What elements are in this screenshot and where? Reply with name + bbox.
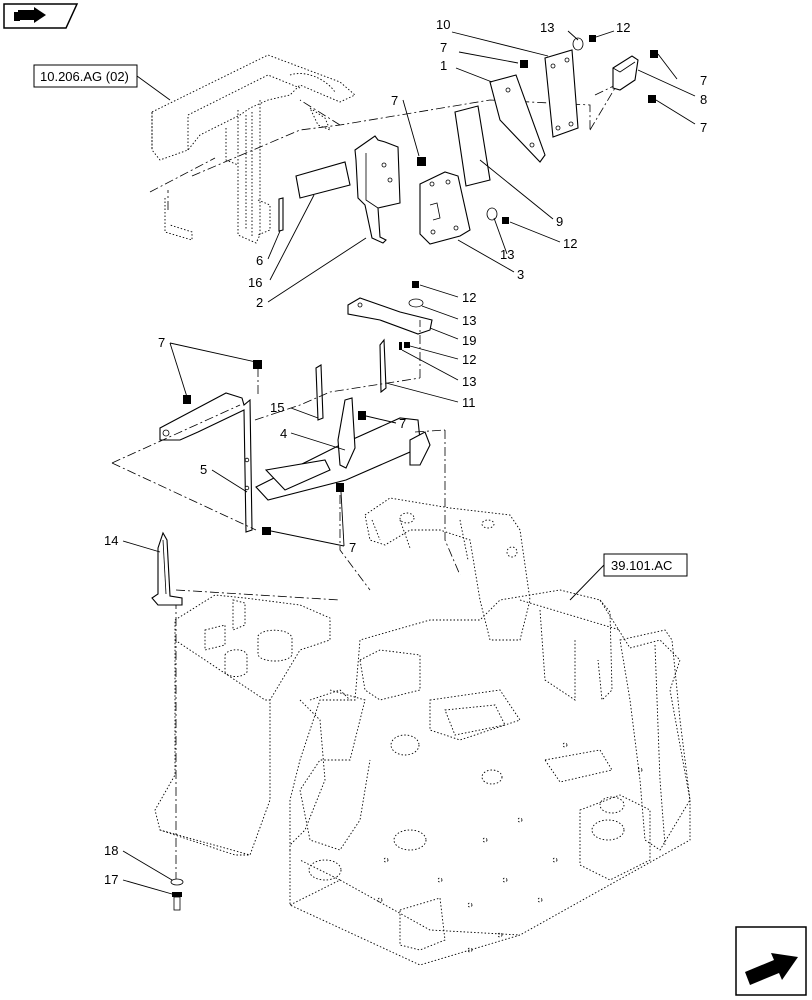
bolt-7-icon bbox=[417, 157, 426, 166]
callout-13: 13 bbox=[540, 20, 554, 35]
callout-15: 15 bbox=[270, 400, 284, 415]
callout-17: 17 bbox=[104, 872, 118, 887]
bolt-7-icon bbox=[648, 95, 656, 103]
part-2-bracket bbox=[354, 135, 401, 244]
callout-12: 12 bbox=[462, 290, 476, 305]
callout-14: 14 bbox=[104, 533, 118, 548]
callout-9: 9 bbox=[556, 214, 563, 229]
callout-12: 12 bbox=[616, 20, 630, 35]
callout-7: 7 bbox=[399, 416, 406, 431]
callout-18: 18 bbox=[104, 843, 118, 858]
leader-lines bbox=[122, 30, 696, 895]
next-page-arrow-icon[interactable] bbox=[735, 926, 807, 996]
callout-4: 4 bbox=[280, 426, 287, 441]
callout-12: 12 bbox=[462, 352, 476, 367]
callout-7: 7 bbox=[391, 93, 398, 108]
bolt-7-icon bbox=[336, 483, 344, 492]
callout-7: 7 bbox=[700, 73, 707, 88]
part-17-bolt bbox=[172, 892, 182, 911]
callout-13: 13 bbox=[462, 374, 476, 389]
bolt-7-icon bbox=[650, 50, 658, 58]
part-3-plate bbox=[419, 171, 471, 245]
chassis-reference-label[interactable]: 39.101.AC bbox=[569, 553, 688, 601]
bolt-7-icon bbox=[520, 60, 528, 68]
part-18-washer bbox=[170, 878, 184, 886]
svg-text:10.206.AG (02): 10.206.AG (02) bbox=[40, 69, 129, 84]
callout-8: 8 bbox=[700, 92, 707, 107]
part-10-plate bbox=[544, 49, 579, 138]
nut-12-icon bbox=[404, 342, 410, 348]
washer-13-icon bbox=[399, 342, 402, 350]
upper-hardware bbox=[417, 35, 658, 224]
callout-7: 7 bbox=[440, 40, 447, 55]
part-5-bracket bbox=[159, 392, 253, 533]
callout-5: 5 bbox=[200, 462, 207, 477]
callout-7: 7 bbox=[158, 335, 165, 350]
book-arrow-icon[interactable] bbox=[3, 3, 79, 29]
part-15-strip bbox=[315, 364, 324, 421]
callout-2: 2 bbox=[256, 295, 263, 310]
part-11-strip bbox=[379, 338, 387, 394]
callout-1: 1 bbox=[440, 58, 447, 73]
bolt-7-icon bbox=[358, 411, 366, 420]
callout-11: 11 bbox=[462, 395, 476, 410]
part-6-strip bbox=[278, 197, 284, 232]
washer-13-icon bbox=[408, 298, 424, 308]
chassis-reference bbox=[154, 497, 691, 966]
part-4-tray bbox=[255, 397, 431, 501]
callout-7: 7 bbox=[700, 120, 707, 135]
callout-numbers: 10 7 1 13 12 7 8 7 7 9 13 12 3 6 16 2 12… bbox=[104, 17, 707, 887]
svg-text:39.101.AC: 39.101.AC bbox=[611, 558, 672, 573]
washer-13-icon bbox=[572, 37, 584, 51]
callout-13: 13 bbox=[462, 313, 476, 328]
part-14-bracket bbox=[151, 531, 183, 606]
callout-6: 6 bbox=[256, 253, 263, 268]
callout-19: 19 bbox=[462, 333, 476, 348]
callout-3: 3 bbox=[517, 267, 524, 282]
part-16-pad bbox=[295, 161, 351, 199]
nut-12-icon bbox=[589, 35, 596, 42]
part-1-plate bbox=[489, 74, 546, 163]
callout-10: 10 bbox=[436, 17, 450, 32]
nut-12-icon bbox=[502, 217, 509, 224]
callout-13: 13 bbox=[500, 247, 514, 262]
part-9-pad bbox=[454, 105, 491, 187]
callout-12: 12 bbox=[563, 236, 577, 251]
callout-16: 16 bbox=[248, 275, 262, 290]
part-19-bracket bbox=[347, 297, 433, 335]
bolt-7-icon bbox=[183, 395, 191, 404]
washer-13-icon bbox=[486, 207, 498, 221]
upper-frame-reference bbox=[151, 54, 356, 244]
part-8-bracket bbox=[612, 55, 639, 91]
middle-hardware bbox=[183, 281, 424, 535]
frame-reference-label[interactable]: 10.206.AG (02) bbox=[33, 64, 171, 101]
bolt-7-icon bbox=[262, 527, 271, 535]
bolt-7-icon bbox=[253, 360, 262, 369]
callout-7: 7 bbox=[349, 540, 356, 555]
nut-12-icon bbox=[412, 281, 419, 288]
